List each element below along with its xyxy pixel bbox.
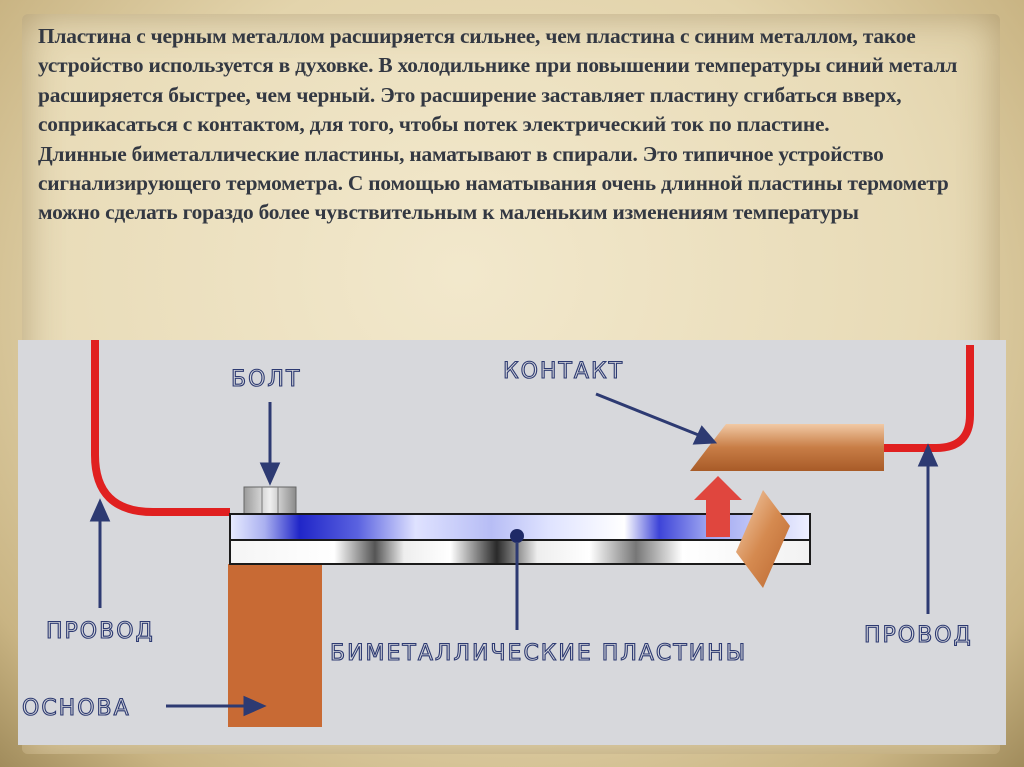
wire-left-label: ПРОВОД [46,619,155,644]
bolt [243,486,297,516]
plates-label: БИМЕТАЛЛИЧЕСКИЕ ПЛАСТИНЫ [330,641,747,666]
wire-right [884,345,974,452]
diagram-svg: БОЛТ КОНТАКТ ПРОВОД ПРОВОД БИМЕТАЛЛИЧЕСК… [21,340,974,727]
moving-contact [736,490,790,588]
contact [690,424,884,471]
slide-text: Пластина с черным металлом расширяется с… [38,22,983,228]
contact-arrow [595,392,702,438]
bend-up-arrow [694,476,742,537]
base-block [228,564,322,727]
bolt-label: БОЛТ [231,367,301,392]
wire-right-label: ПРОВОД [864,623,973,648]
wire-left [91,340,230,516]
bimetal-diagram: БОЛТ КОНТАКТ ПРОВОД ПРОВОД БИМЕТАЛЛИЧЕСК… [18,340,1006,745]
plates-pointer-dot [510,529,524,543]
base-label: ОСНОВА [22,696,131,721]
lower-plate [229,539,811,565]
paragraph-1: Пластина с черным металлом расширяется с… [38,24,958,137]
contact-label: КОНТАКТ [503,359,624,384]
paragraph-2: Длинные биметаллические пластины, наматы… [38,141,949,225]
